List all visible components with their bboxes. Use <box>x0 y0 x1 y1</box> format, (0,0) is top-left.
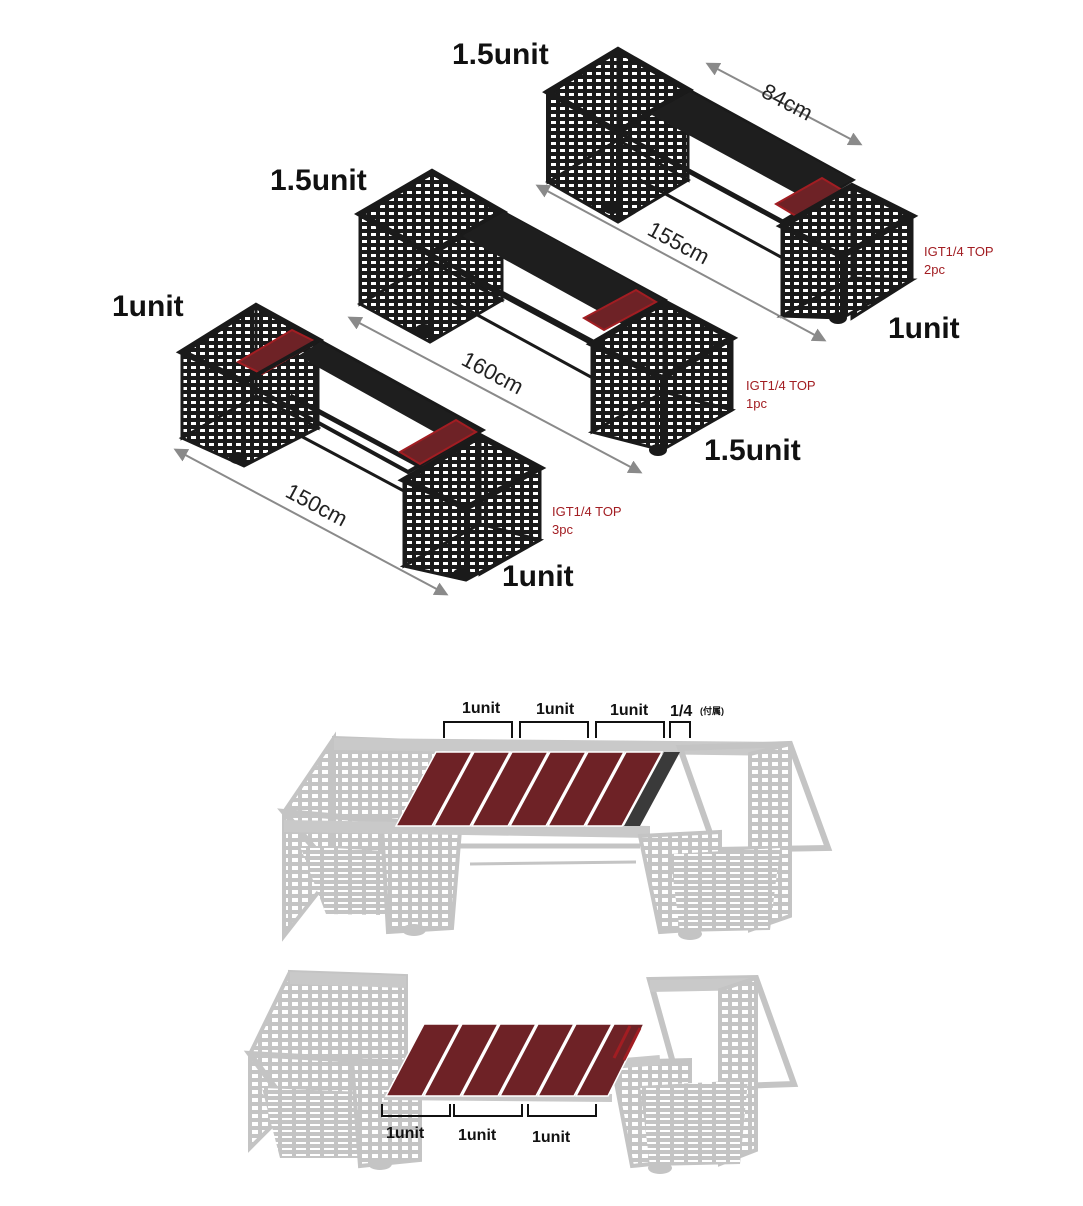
top-slats-extended <box>394 751 680 827</box>
dimension-arrow-155cm <box>535 184 827 342</box>
rack-back-right-unit-label: 1unit <box>888 312 960 345</box>
dimension-arrow-150cm <box>173 448 449 596</box>
rack-front-left-unit-label: 1unit <box>112 290 184 323</box>
rack-back-note-line2: 2pc <box>924 262 945 277</box>
rack-middle-right-unit-label: 1.5unit <box>704 434 801 467</box>
rack-front-note-line1: IGT1/4 TOP <box>552 504 622 519</box>
lower-bracket-label-3: 1unit <box>532 1129 571 1146</box>
rack-front <box>175 302 547 582</box>
rack-middle-left-unit-label: 1.5unit <box>270 164 367 197</box>
rack-back-left-unit-label: 1.5unit <box>452 38 549 71</box>
lower-bracket-label-2: 1unit <box>458 1127 497 1144</box>
rack-front-right-unit-label: 1unit <box>502 560 574 593</box>
rack-front-length-label: 150cm <box>282 478 352 531</box>
rack-middle-note-line2: 1pc <box>746 396 767 411</box>
quarter-label: 1/4 <box>670 703 692 720</box>
rack-back-width-label: 84cm <box>758 78 817 125</box>
lower-bracket-label-1: 1unit <box>386 1125 425 1142</box>
rack-back-note-line1: IGT1/4 TOP <box>924 244 994 259</box>
upper-bracket-label-2: 1unit <box>536 701 575 718</box>
upper-bracket-label-1: 1unit <box>462 700 501 717</box>
dimension-arrow-160cm <box>347 316 643 474</box>
rack-front-note-line2: 3pc <box>552 522 573 537</box>
setup-extended <box>277 731 833 942</box>
dimension-arrow-84cm <box>705 62 863 146</box>
quarter-panel <box>624 752 680 826</box>
top-slats-compact <box>384 1023 646 1097</box>
rack-middle-length-label: 160cm <box>458 346 528 399</box>
rack-middle-note-line1: IGT1/4 TOP <box>746 378 816 393</box>
setup-compact <box>243 969 799 1174</box>
quarter-note: (付属) <box>700 705 724 716</box>
upper-bracket-label-3: 1unit <box>610 702 649 719</box>
